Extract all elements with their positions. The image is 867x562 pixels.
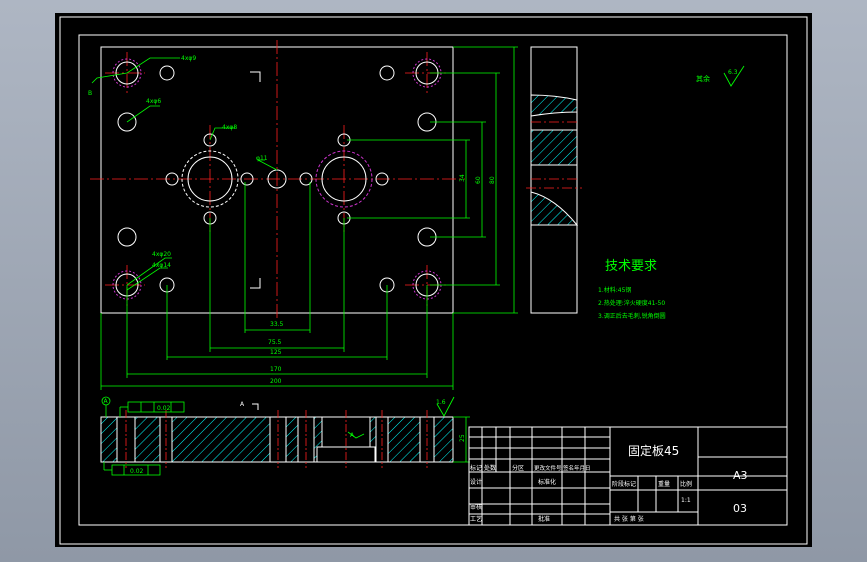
- hole-tl: [115, 61, 139, 85]
- dim-80: 80: [489, 176, 496, 184]
- side-hatch-mid: [530, 129, 578, 166]
- hdr-standardize: 标准化: [538, 478, 556, 486]
- tolerance-2: 0.02: [130, 468, 144, 475]
- dim-75-5: 75.5: [268, 339, 282, 346]
- callout-4xphi8: 4xφ8: [222, 124, 237, 131]
- hdr-sign-date: 签名年月日: [563, 464, 591, 472]
- dim-60: 60: [475, 176, 482, 184]
- dim-34: 34: [459, 174, 466, 182]
- tech-title: 技术要求: [605, 259, 657, 274]
- inner-frame: [78, 34, 788, 526]
- pin-hole-2: [379, 65, 395, 81]
- vertical-dimensions: [347, 46, 518, 314]
- hdr-process: 工艺: [470, 515, 482, 523]
- section-view: A 0.02 0.02 A 1.6 25 A: [100, 396, 470, 476]
- tech-requirements: 技术要求 1.材料:45钢 2.热处理:淬火硬度41-50 3.调正后去毛刺,锐…: [598, 259, 666, 320]
- hdr-mark: 标记: [470, 464, 482, 472]
- roughness-top-symbol: [436, 396, 455, 417]
- tech-item-3: 3.调正后去毛刺,锐角倒圆: [598, 312, 666, 320]
- scale-value: 1:1: [681, 497, 691, 504]
- datum-symbol: [101, 396, 185, 476]
- right-bore-ring: [315, 150, 373, 208]
- callout-4xphi9: 4xφ9: [181, 55, 196, 62]
- hdr-stage: 阶段标记: [612, 480, 636, 488]
- side-hatch-top: [530, 94, 578, 117]
- dim-200: 200: [270, 378, 282, 385]
- datum-label: A: [104, 398, 109, 405]
- side-mark-a: A: [350, 432, 355, 439]
- screw-hole-3: [117, 227, 137, 247]
- callout-4xphi14: 4xφ14: [152, 262, 171, 269]
- hdr-doc-no: 更改文件号: [534, 464, 562, 472]
- side-hatch-bot: [530, 191, 579, 226]
- roughness-top: 1.6: [436, 399, 446, 406]
- hdr-review: 审核: [470, 503, 482, 511]
- hole-tl-outer: [112, 58, 142, 88]
- left-bore-ring: [181, 150, 239, 208]
- right-bore: [321, 156, 367, 202]
- section-markers: [250, 71, 261, 289]
- section-mark: A: [240, 401, 245, 408]
- thickness-dim: 25: [459, 434, 466, 442]
- dim-170: 170: [270, 366, 282, 373]
- tech-item-1: 1.材料:45钢: [598, 286, 631, 294]
- dim-125: 125: [270, 349, 282, 356]
- callout-4xphi20: 4xφ20: [152, 251, 171, 258]
- paper-size: A3: [733, 469, 748, 482]
- tolerance-1: 0.02: [157, 405, 171, 412]
- hdr-approve: 批准: [538, 515, 550, 523]
- hdr-design: 设计: [470, 478, 482, 486]
- dim-33-5: 33.5: [270, 321, 284, 328]
- leaders: [91, 57, 278, 291]
- title-block-text: 标记 处数 分区 更改文件号 签名年月日 设计 标准化 审核 工艺 批准 阶段标…: [470, 443, 748, 523]
- hdr-count: 处数: [484, 464, 496, 472]
- surface-note-value: 6.3: [728, 69, 738, 76]
- hdr-weight: 重量: [658, 480, 670, 488]
- hdr-sheets: 共 张 第 张: [614, 515, 644, 523]
- side-outline: [530, 46, 578, 314]
- top-view: 4xφ9 4xφ6 4xφ8 φ11 4xφ20 4xφ14 B 33.5 75…: [88, 40, 518, 390]
- horizontal-dimensions: [100, 182, 454, 390]
- tech-item-2: 2.热处理:淬火硬度41-50: [598, 299, 665, 307]
- callout-phi11: φ11: [256, 155, 268, 162]
- drawing-number: 03: [733, 502, 747, 515]
- hdr-ratio: 比例: [680, 480, 692, 488]
- outer-frame: [59, 16, 808, 545]
- hdr-zone: 分区: [512, 464, 524, 472]
- side-view: [526, 46, 582, 314]
- side-mark-b: B: [88, 90, 92, 97]
- left-bore: [187, 156, 233, 202]
- roughness-symbol: [723, 65, 745, 87]
- title-block: [468, 426, 788, 526]
- surface-note-label: 其余: [696, 74, 710, 83]
- callout-4xphi6: 4xφ6: [146, 98, 161, 105]
- part-name: 固定板45: [628, 443, 679, 458]
- screw-hole-1: [117, 112, 137, 132]
- surface-note: 其余 6.3: [696, 65, 745, 87]
- pin-hole-1: [159, 65, 175, 81]
